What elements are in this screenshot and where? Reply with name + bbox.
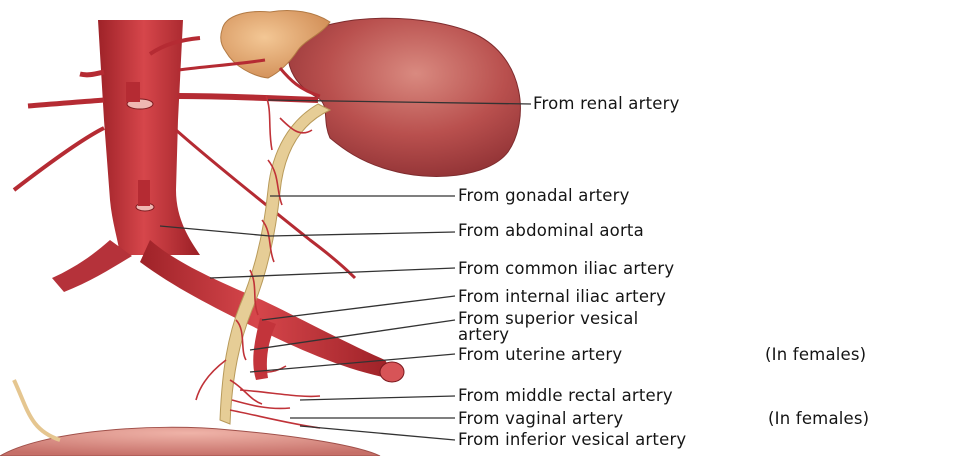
superior-branch: [80, 72, 104, 75]
leader-middle-rectal: [300, 396, 455, 400]
renal-artery-left: [178, 96, 318, 100]
label-renal-artery: From renal artery: [533, 95, 680, 113]
gonadal-artery-right: [14, 128, 104, 190]
left-common-iliac-shape: [140, 240, 398, 380]
label-superior-vesical-line2: artery: [458, 326, 509, 344]
ureter-shape: [220, 104, 330, 424]
label-abdominal-aorta: From abdominal aorta: [458, 222, 644, 240]
label-internal-iliac-artery: From internal iliac artery: [458, 288, 666, 306]
renal-artery-right: [28, 100, 104, 106]
leader-common-iliac: [210, 268, 455, 278]
vessel-stub-2: [138, 180, 150, 206]
label-uterine-note: (In females): [765, 346, 866, 364]
left-curved-vessel: [14, 380, 60, 440]
label-common-iliac-artery: From common iliac artery: [458, 260, 674, 278]
bladder-shape: [0, 427, 380, 456]
label-middle-rectal-artery: From middle rectal artery: [458, 387, 673, 405]
label-gonadal-artery: From gonadal artery: [458, 187, 630, 205]
label-vaginal-note: (In females): [768, 410, 869, 428]
leader-internal-iliac: [262, 296, 455, 320]
label-vaginal-artery: From vaginal artery: [458, 410, 623, 428]
label-uterine-artery: From uterine artery: [458, 346, 622, 364]
leader-inferior-vesical: [300, 426, 455, 440]
vessel-stub-1: [126, 82, 140, 102]
kidney-shape: [288, 18, 520, 176]
label-inferior-vesical-artery: From inferior vesical artery: [458, 431, 686, 449]
iliac-cut-end: [380, 362, 404, 382]
leader-abdominal-aorta: [160, 226, 455, 236]
right-common-iliac-shape: [52, 240, 132, 292]
